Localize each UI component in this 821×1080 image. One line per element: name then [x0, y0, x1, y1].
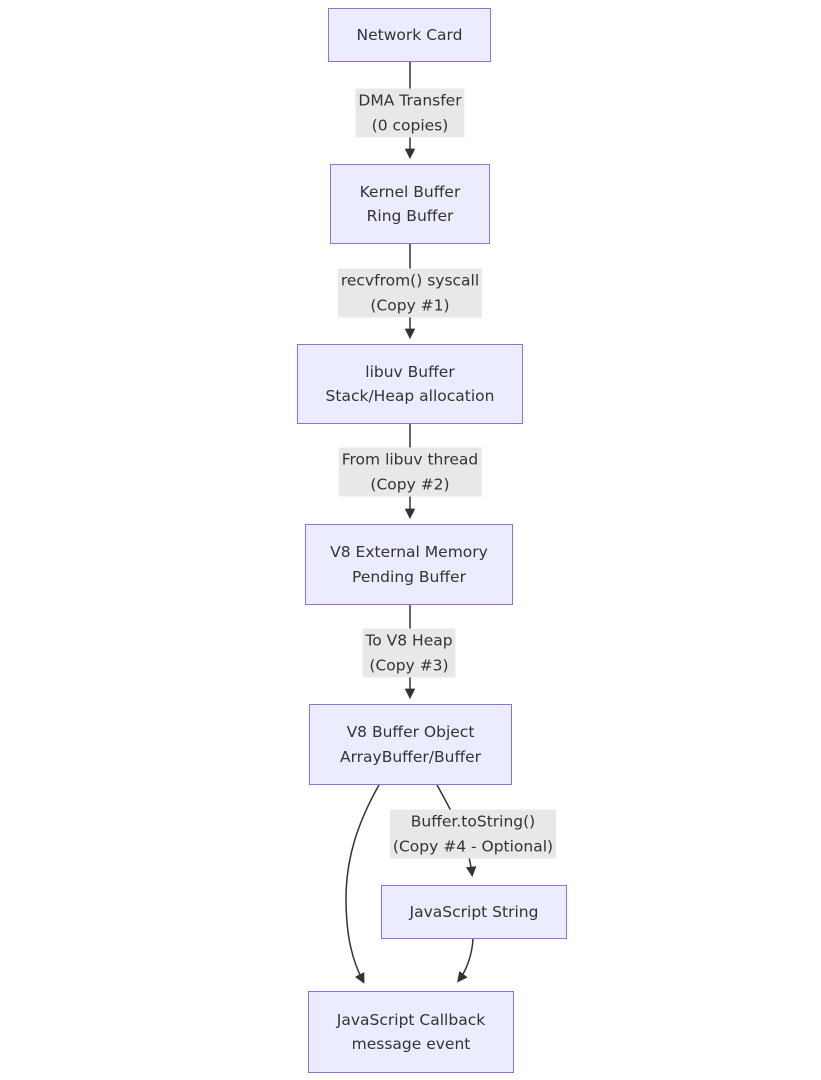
- node-kernel-buffer: Kernel Buffer Ring Buffer: [330, 164, 490, 244]
- edge-label-line: (Copy #2): [370, 475, 450, 493]
- edge-label-line: To V8 Heap: [365, 631, 453, 650]
- node-label: libuv Buffer: [365, 362, 455, 381]
- edge-label-line: Buffer.toString(): [410, 812, 536, 831]
- node-sublabel: message event: [351, 1035, 471, 1053]
- node-sublabel: Pending Buffer: [352, 567, 466, 586]
- node-sublabel: ArrayBuffer/Buffer: [339, 747, 482, 766]
- edge-label-line: (Copy #1): [370, 296, 450, 314]
- node-sublabel: Stack/Heap allocation: [325, 387, 495, 405]
- edge-label-line: (Copy #4 - Optional): [392, 837, 554, 855]
- node-label: V8 External Memory: [330, 543, 488, 561]
- edge-jsstring-to-jscallback: [457, 938, 474, 983]
- node-javascript-callback: JavaScript Callback message event: [308, 991, 514, 1073]
- edge-label-line: From libuv thread: [341, 450, 479, 469]
- edge-label-recvfrom-syscall: recvfrom() syscall (Copy #1): [337, 268, 483, 318]
- edge-label-from-libuv-thread: From libuv thread (Copy #2): [338, 447, 482, 497]
- node-libuv-buffer: libuv Buffer Stack/Heap allocation: [297, 344, 523, 424]
- edge-label-line: DMA Transfer: [358, 91, 462, 110]
- edge-label-to-v8-heap: To V8 Heap (Copy #3): [362, 628, 456, 678]
- node-label: JavaScript String: [409, 902, 539, 921]
- edge-label-dma-transfer: DMA Transfer (0 copies): [355, 88, 465, 138]
- edge-label-line: (Copy #3): [369, 656, 449, 674]
- node-javascript-string: JavaScript String: [381, 885, 567, 939]
- node-label: JavaScript Callback: [336, 1010, 486, 1029]
- node-v8-buffer-object: V8 Buffer Object ArrayBuffer/Buffer: [309, 704, 512, 785]
- node-sublabel: Ring Buffer: [366, 207, 454, 225]
- edge-label-buffer-tostring: Buffer.toString() (Copy #4 - Optional): [389, 809, 557, 859]
- node-network-card: Network Card: [328, 8, 491, 62]
- node-label: V8 Buffer Object: [346, 723, 475, 741]
- edge-v8buffer-to-jscallback: [345, 784, 380, 984]
- node-label: Network Card: [356, 25, 463, 44]
- node-label: Kernel Buffer: [359, 182, 461, 201]
- edge-label-line: (0 copies): [371, 116, 449, 134]
- edge-label-line: recvfrom() syscall: [340, 271, 480, 290]
- node-v8-external-memory: V8 External Memory Pending Buffer: [305, 524, 513, 605]
